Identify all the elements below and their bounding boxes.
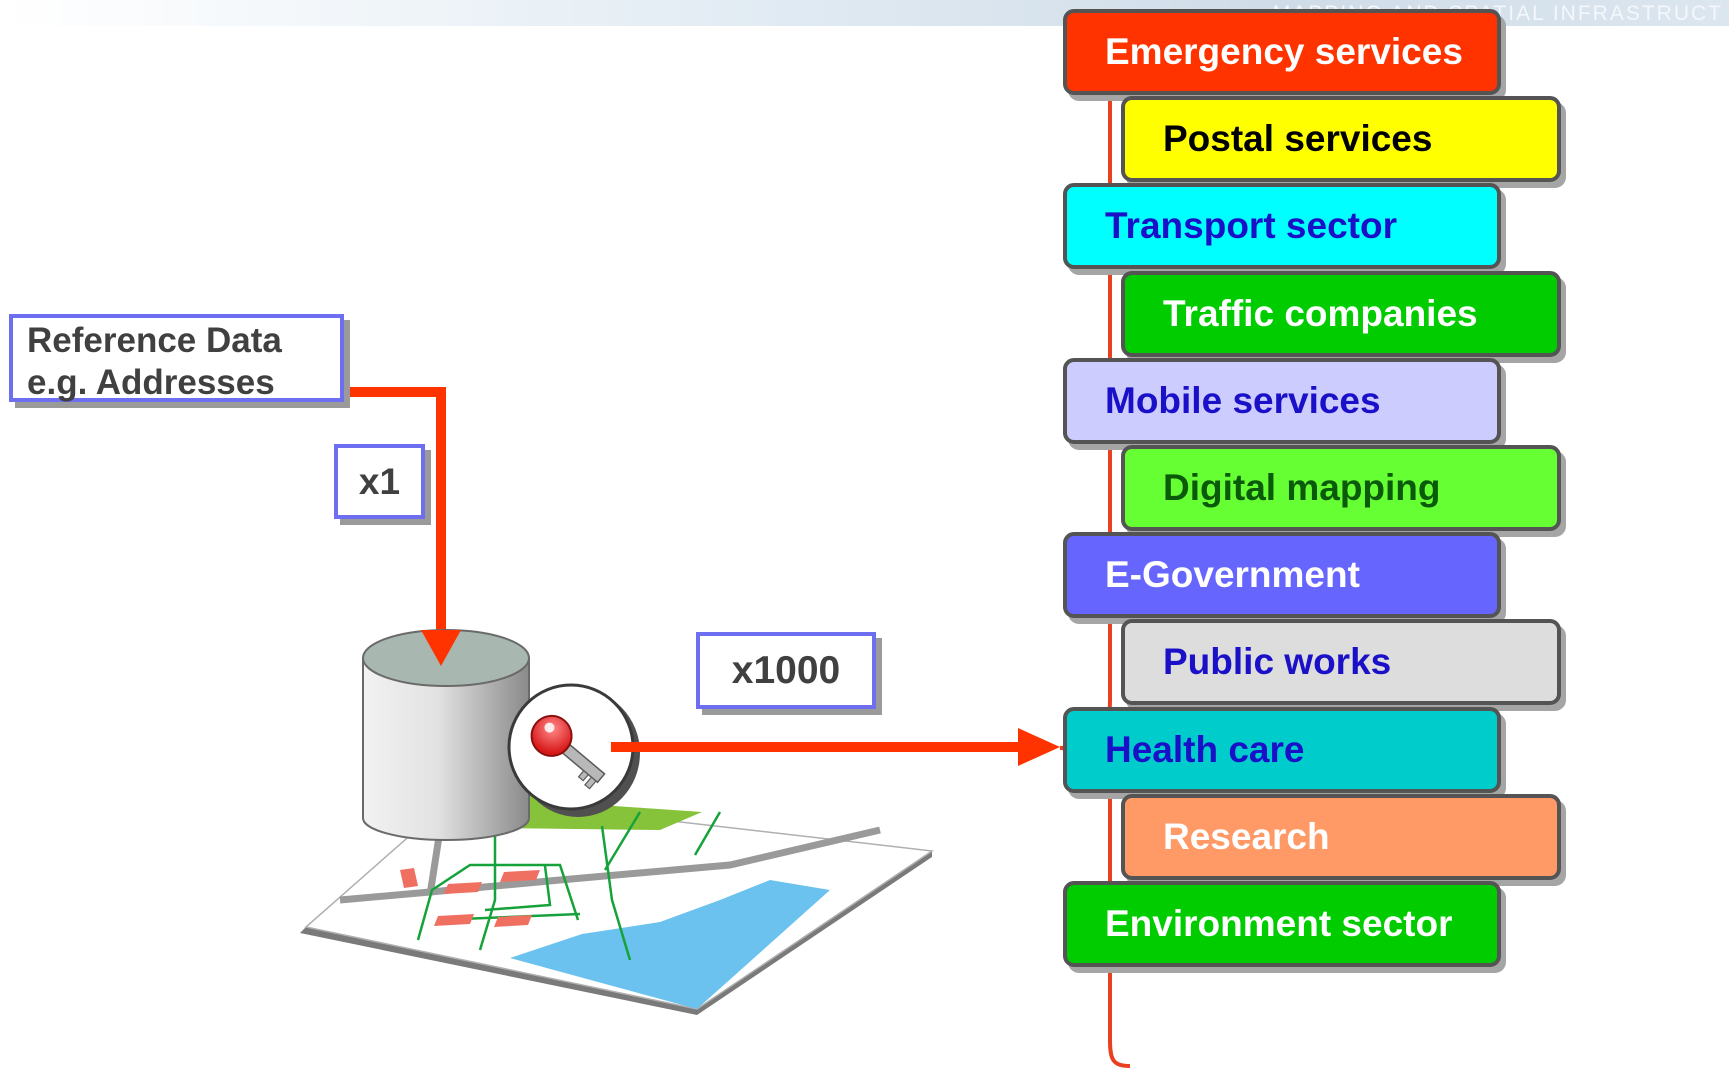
sector-box: Environment sector <box>1063 881 1501 967</box>
output-arrow <box>611 728 1060 766</box>
sector-box: Public works <box>1121 619 1561 705</box>
sector-box: Research <box>1121 794 1561 880</box>
database-cylinder-icon <box>362 629 530 841</box>
sector-box: Postal services <box>1121 96 1561 182</box>
sector-box: Transport sector <box>1063 183 1501 269</box>
sector-box: Emergency services <box>1063 9 1501 95</box>
sector-box: Traffic companies <box>1121 271 1561 357</box>
sector-box: Mobile services <box>1063 358 1501 444</box>
sector-box: Digital mapping <box>1121 445 1561 531</box>
reference-data-label: Reference Data <box>27 321 282 360</box>
map-icon <box>300 788 935 1015</box>
reference-data-box: Reference Data e.g. Addresses <box>9 314 344 402</box>
input-arrow <box>344 387 461 666</box>
sector-box: E-Government <box>1063 532 1501 618</box>
reference-data-example: e.g. Addresses <box>27 363 275 402</box>
sector-box: Health care <box>1063 707 1501 793</box>
multiplier-out-box: x1000 <box>696 632 876 709</box>
multiplier-in-box: x1 <box>334 444 425 519</box>
key-icon <box>507 683 640 817</box>
